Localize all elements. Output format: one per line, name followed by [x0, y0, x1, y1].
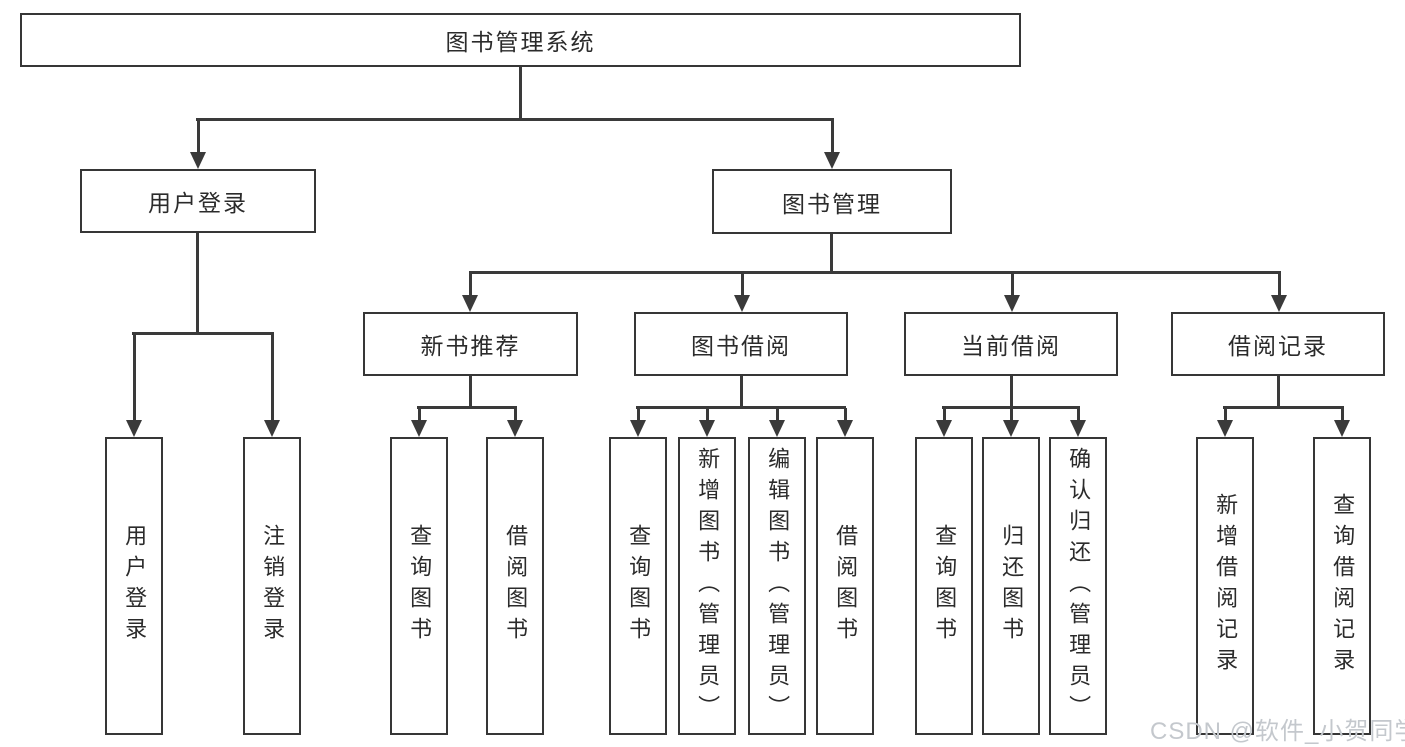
node-root-label: 图书管理系统	[445, 29, 596, 55]
node-borrow-record-label: 借阅记录	[1228, 333, 1328, 359]
leaf-logout-label: 注销登录	[260, 524, 286, 648]
leaf-logout: 注销登录	[243, 437, 301, 735]
arrow-to-br-add	[1217, 408, 1233, 437]
leaf-bb-borrow-label: 借阅图书	[833, 524, 859, 648]
arrow-to-borrow-record	[1271, 273, 1287, 312]
leaf-user-login-label: 用户登录	[122, 524, 148, 648]
leaf-bb-borrow: 借阅图书	[816, 437, 874, 735]
edge-root-stem	[519, 66, 522, 120]
arrow-to-br-query	[1334, 408, 1350, 437]
arrow-to-leaf-login	[126, 334, 142, 437]
node-book-mgmt: 图书管理	[712, 169, 952, 234]
edge-borrow-record-rail	[1223, 406, 1344, 409]
arrow-to-cb-confirm	[1070, 408, 1086, 437]
node-borrow-record: 借阅记录	[1171, 312, 1385, 376]
edge-level2-rail	[196, 118, 834, 121]
node-user-login-label: 用户登录	[148, 190, 248, 216]
leaf-nb-query-label: 查询图书	[407, 524, 433, 648]
node-book-borrow-label: 图书借阅	[691, 333, 791, 359]
csdn-watermark: CSDN @软件_小贺同学	[1150, 718, 1405, 745]
leaf-bb-edit-label: 编辑图书（管理员）	[765, 446, 791, 726]
arrow-to-bb-edit	[769, 408, 785, 437]
leaf-user-login: 用户登录	[105, 437, 163, 735]
node-root: 图书管理系统	[20, 13, 1021, 67]
leaf-cb-query-label: 查询图书	[932, 524, 958, 648]
leaf-nb-borrow: 借阅图书	[486, 437, 544, 735]
leaf-cb-confirm-label: 确认归还（管理员）	[1066, 446, 1092, 726]
arrow-to-cb-return	[1003, 408, 1019, 437]
leaf-cb-return-label: 归还图书	[999, 524, 1025, 648]
arrow-to-book-mgmt	[824, 120, 840, 169]
leaf-bb-edit: 编辑图书（管理员）	[748, 437, 806, 735]
arrow-to-nb-borrow	[507, 408, 523, 437]
arrow-to-cb-query	[936, 408, 952, 437]
node-book-borrow: 图书借阅	[634, 312, 848, 376]
edge-level3-rail	[469, 271, 1281, 274]
leaf-bb-add-label: 新增图书（管理员）	[695, 446, 721, 726]
leaf-nb-borrow-label: 借阅图书	[503, 524, 529, 648]
edge-new-book-stem	[469, 375, 472, 408]
edge-new-book-rail	[417, 406, 517, 409]
leaf-bb-add: 新增图书（管理员）	[678, 437, 736, 735]
arrow-to-new-book	[462, 273, 478, 312]
arrow-to-bb-add	[699, 408, 715, 437]
leaf-cb-confirm: 确认归还（管理员）	[1049, 437, 1107, 735]
edge-user-login-rail	[132, 332, 274, 335]
node-new-book-label: 新书推荐	[420, 333, 521, 359]
arrow-to-book-borrow	[734, 273, 750, 312]
arrow-to-bb-query	[630, 408, 646, 437]
edge-book-borrow-rail	[636, 406, 846, 409]
node-new-book: 新书推荐	[363, 312, 578, 376]
arrow-to-user-login	[190, 120, 206, 169]
edge-borrow-record-stem	[1277, 375, 1280, 408]
leaf-bb-query-label: 查询图书	[626, 524, 652, 648]
arrow-to-bb-borrow	[837, 408, 853, 437]
node-user-login: 用户登录	[80, 169, 316, 233]
node-current-borrow: 当前借阅	[904, 312, 1118, 376]
edge-user-login-stem	[196, 232, 199, 335]
arrow-to-leaf-logout	[264, 334, 280, 437]
leaf-br-query-label: 查询借阅记录	[1330, 493, 1356, 679]
leaf-br-add-label: 新增借阅记录	[1213, 493, 1239, 679]
leaf-cb-return: 归还图书	[982, 437, 1040, 735]
node-book-mgmt-label: 图书管理	[782, 190, 882, 217]
leaf-nb-query: 查询图书	[390, 437, 448, 735]
leaf-br-query: 查询借阅记录	[1313, 437, 1371, 735]
edge-book-borrow-stem	[740, 375, 743, 408]
leaf-cb-query: 查询图书	[915, 437, 973, 735]
edge-current-borrow-rail	[942, 406, 1080, 409]
leaf-bb-query: 查询图书	[609, 437, 667, 735]
leaf-br-add: 新增借阅记录	[1196, 437, 1254, 735]
edge-current-borrow-stem	[1010, 375, 1013, 408]
arrow-to-current-borrow	[1004, 273, 1020, 312]
edge-book-mgmt-stem	[830, 233, 833, 274]
node-current-borrow-label: 当前借阅	[961, 333, 1061, 359]
arrow-to-nb-query	[411, 408, 427, 437]
